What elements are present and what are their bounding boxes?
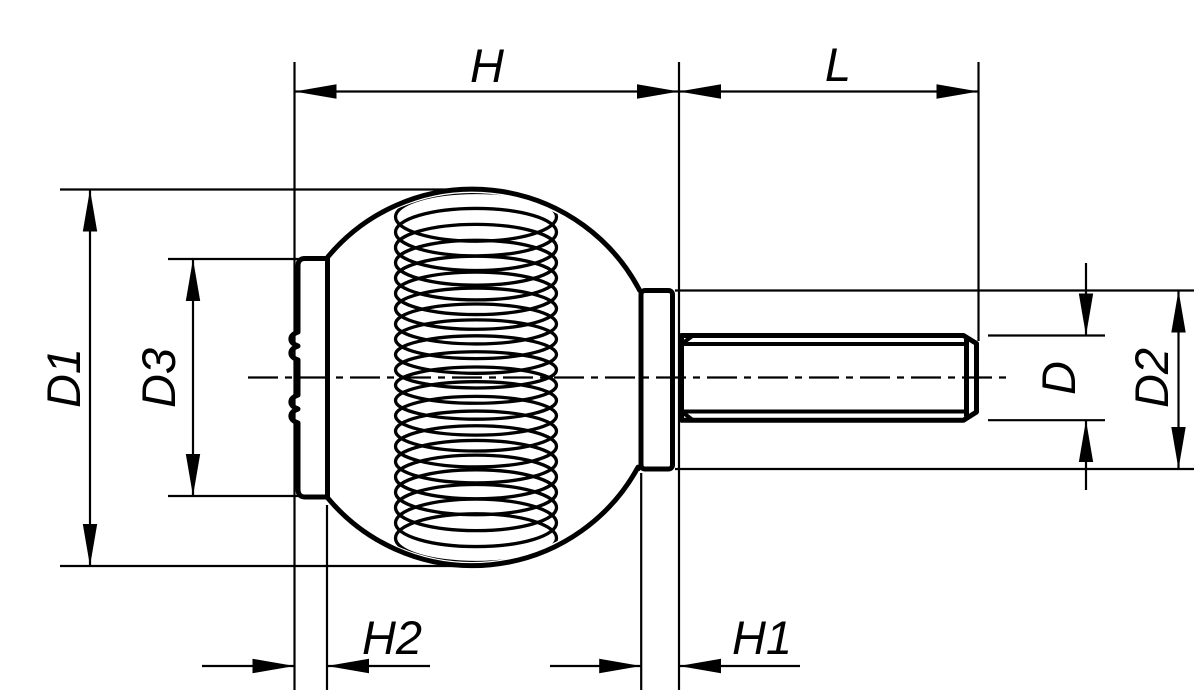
dim-label-L: L xyxy=(825,38,851,91)
dim-label-D3: D3 xyxy=(132,348,185,408)
rib-ellipse xyxy=(393,286,559,331)
dim-label-H1: H1 xyxy=(732,611,792,664)
rib-ellipse xyxy=(393,318,559,361)
rib-ellipse xyxy=(393,302,559,346)
front-face-band xyxy=(288,256,330,500)
rib-ellipse xyxy=(393,512,559,562)
rib-ellipse xyxy=(393,222,559,273)
ball-groove-rib-pattern xyxy=(393,193,559,562)
rib-ellipse xyxy=(393,365,559,405)
dimension-D: D xyxy=(1032,263,1094,490)
collar xyxy=(638,288,675,472)
dim-label-H: H xyxy=(470,39,504,92)
rib-ellipse xyxy=(393,193,559,243)
rib-ellipse xyxy=(393,409,559,453)
threaded-stud xyxy=(679,333,979,423)
dim-label-D1: D1 xyxy=(37,348,90,408)
dim-label-D2: D2 xyxy=(1125,348,1178,408)
dimension-H1: H1 xyxy=(550,611,800,674)
dimension-D3: D3 xyxy=(132,259,201,496)
dimension-L: L xyxy=(679,38,979,99)
rib-ellipse xyxy=(393,206,559,258)
rib-ellipse xyxy=(393,394,559,437)
dimension-D2: D2 xyxy=(1125,290,1186,469)
dimension-H: H xyxy=(294,39,679,99)
dimension-D1: D1 xyxy=(37,189,98,566)
dimension-H2: H2 xyxy=(202,611,430,674)
extension-lines xyxy=(60,62,1194,690)
ball-knob-outline xyxy=(325,186,643,569)
rib-ellipse xyxy=(393,424,559,469)
rib-ellipse xyxy=(393,497,559,549)
rib-ellipse xyxy=(393,334,559,375)
rib-ellipse xyxy=(393,482,559,533)
dim-label-D: D xyxy=(1032,361,1085,395)
dim-label-H2: H2 xyxy=(362,611,422,664)
rib-ellipse xyxy=(393,380,559,421)
rib-ellipse xyxy=(393,350,559,390)
